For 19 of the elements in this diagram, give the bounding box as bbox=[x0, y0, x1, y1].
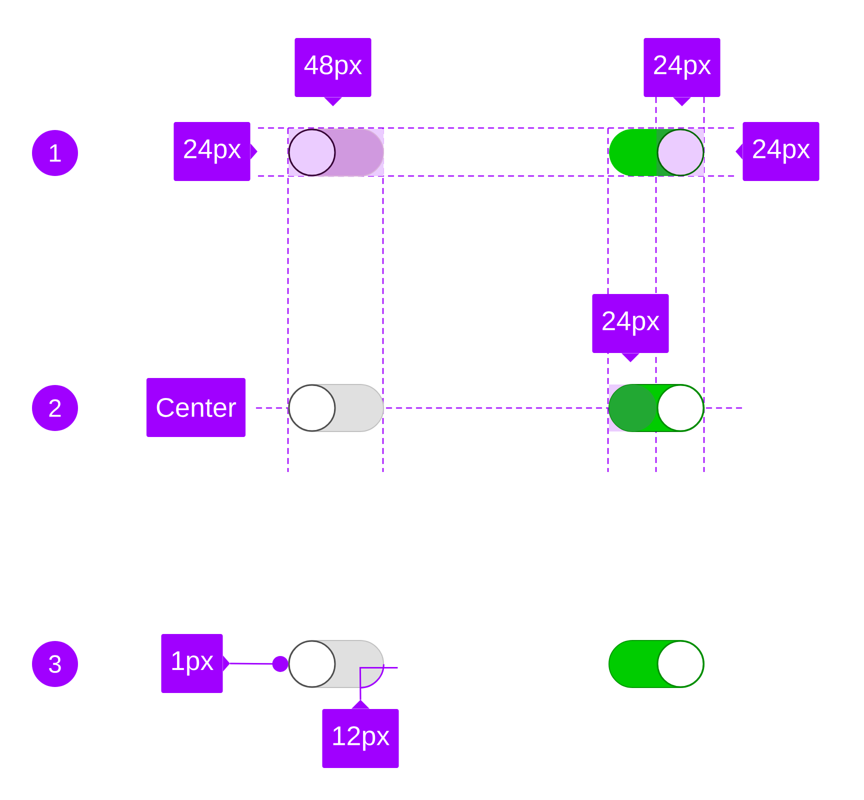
toggle-switch bbox=[609, 128, 704, 176]
dimension-tag: 24px bbox=[644, 38, 720, 106]
dimension-tag: 48px bbox=[294, 38, 372, 106]
leader-line bbox=[359, 666, 398, 700]
dimension-tag: 24px bbox=[174, 122, 258, 181]
dimension-tag: 24px bbox=[592, 294, 669, 362]
dimension-tag: 24px bbox=[736, 122, 820, 181]
step-badge: 1 bbox=[32, 130, 78, 176]
dimension-tag: 1px bbox=[161, 634, 230, 693]
toggle-switch bbox=[608, 384, 704, 432]
leader-line bbox=[230, 656, 288, 672]
step-badge: 2 bbox=[32, 385, 78, 431]
toggle-switch bbox=[608, 640, 704, 688]
dimension-tag: 12px bbox=[322, 700, 399, 768]
toggle-switch bbox=[288, 640, 384, 688]
toggle-switch bbox=[288, 128, 384, 176]
dimension-tag: Center bbox=[146, 378, 246, 437]
toggle-switch bbox=[288, 384, 384, 432]
step-badge: 3 bbox=[32, 641, 78, 687]
